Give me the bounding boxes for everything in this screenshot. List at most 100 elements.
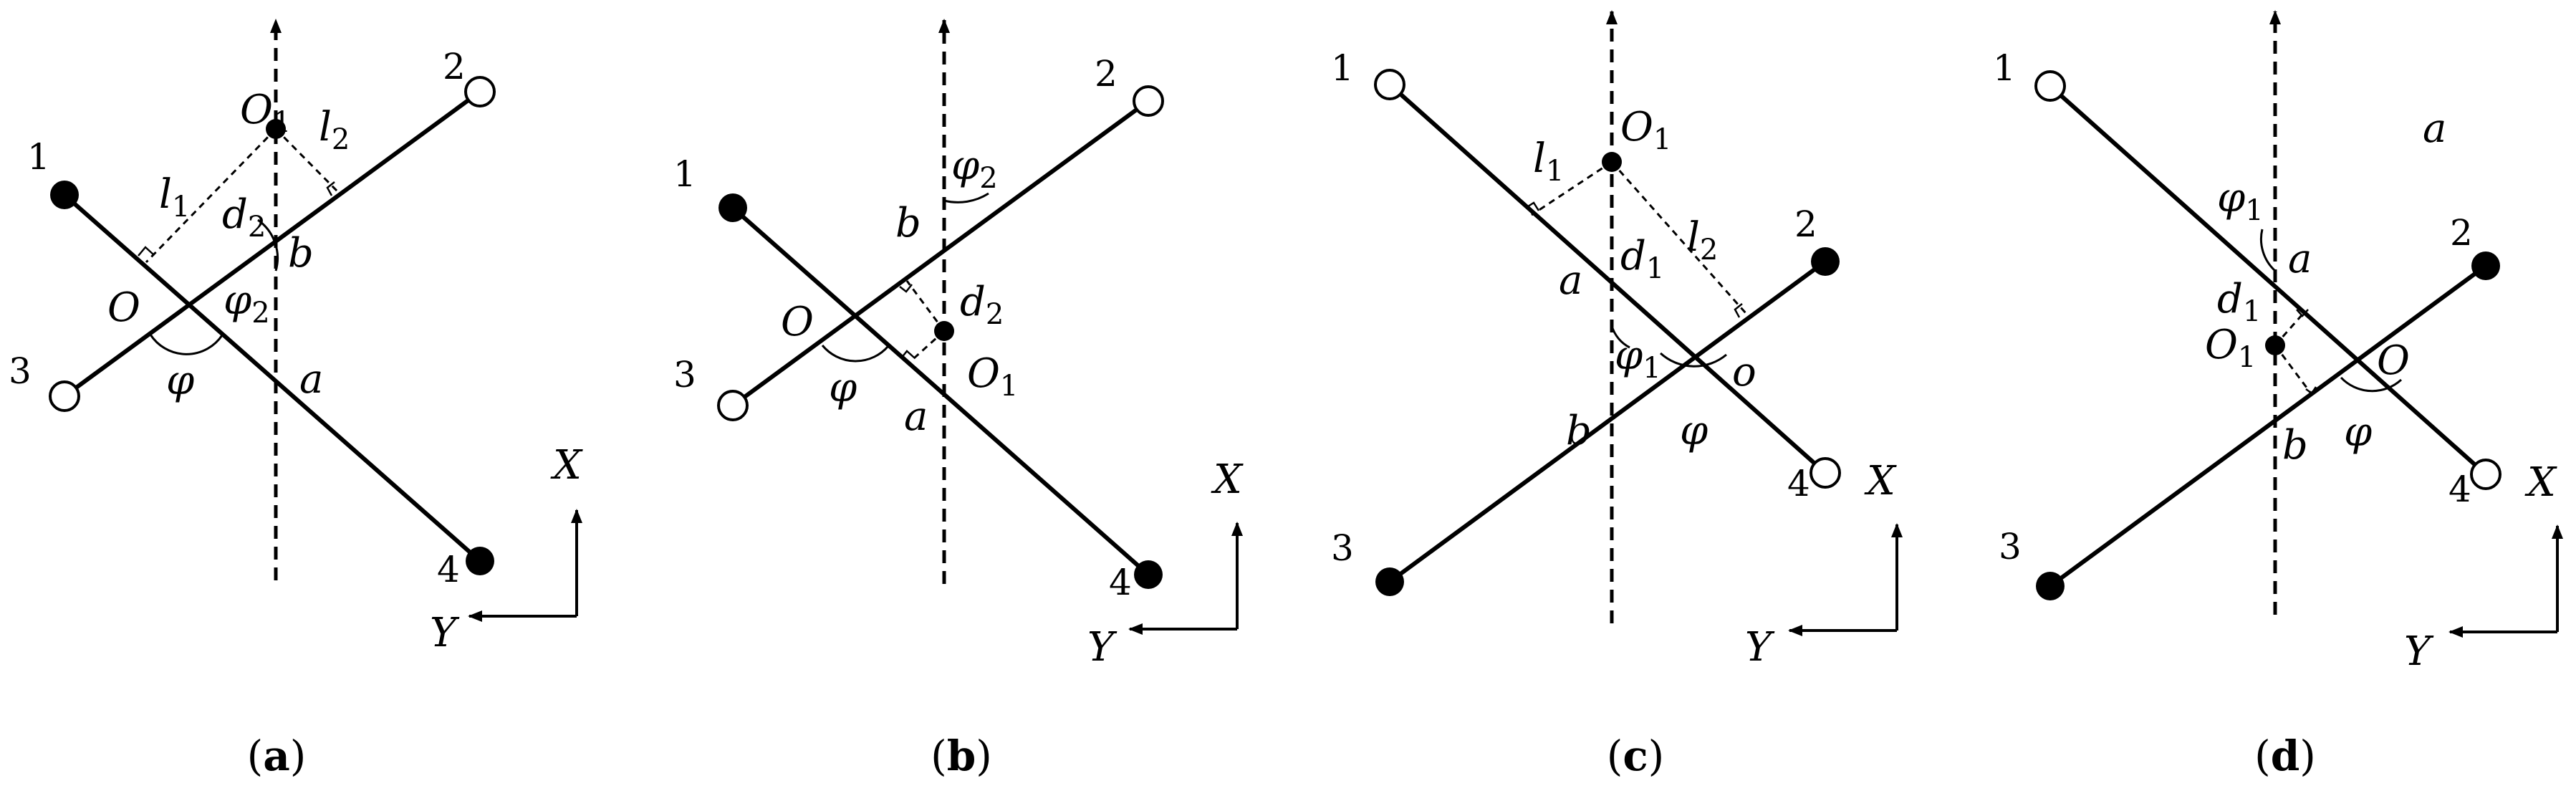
angle-arc-phi xyxy=(149,334,224,355)
angle-label-phi1: φ1 xyxy=(1615,332,1661,385)
panel-caption-b: (b) xyxy=(931,732,992,780)
angle-label-phi2: φ2 xyxy=(951,143,998,195)
distance-label-l1: l1 xyxy=(1533,135,1564,188)
endpoint-4-hollow xyxy=(1810,457,1841,489)
perpendicular-to-line-1-4 xyxy=(906,330,946,365)
intersection-label-b: b xyxy=(1566,408,1592,454)
axis-label-x: X xyxy=(1864,458,1897,504)
angle-arc-phi1 xyxy=(2259,229,2277,272)
angle-arc-phi2 xyxy=(943,192,989,203)
offset-point-dot xyxy=(1602,152,1622,172)
panel-caption-a: (a) xyxy=(247,732,307,780)
endpoint-label-1: 1 xyxy=(1993,47,2016,89)
right-angle-mark xyxy=(899,284,913,293)
angle-arc-phi xyxy=(821,345,890,363)
endpoint-label-1: 1 xyxy=(1331,47,1354,89)
right-angle-mark xyxy=(900,350,915,359)
endpoint-2-hollow xyxy=(464,76,496,107)
distance-label-l2: l2 xyxy=(319,104,350,156)
center-label: O xyxy=(107,284,140,331)
perpendicular-l2 xyxy=(274,128,339,193)
angle-label-phi: φ xyxy=(166,358,194,404)
coordinate-axes: X Y xyxy=(2404,459,2563,675)
solid-line-3-2 xyxy=(63,90,481,398)
endpoint-label-4: 4 xyxy=(1787,463,1810,504)
axis-label-y: Y xyxy=(1087,624,1118,671)
endpoint-3-hollow xyxy=(49,380,80,412)
right-angle-mark xyxy=(2296,309,2309,317)
endpoint-4-hollow xyxy=(2470,459,2501,490)
endpoint-1-filled xyxy=(50,181,79,209)
offset-point-dot xyxy=(266,119,286,139)
perpendicular-l1 xyxy=(145,128,277,264)
endpoint-label-2: 2 xyxy=(2450,212,2473,254)
endpoint-label-3: 3 xyxy=(9,350,32,392)
right-angle-mark xyxy=(1734,303,1743,318)
axis-label-y: Y xyxy=(430,610,460,656)
offset-point-dot xyxy=(934,321,954,341)
solid-line-1-4 xyxy=(63,193,481,563)
offset-point-label: O1 xyxy=(2205,322,2256,374)
endpoint-3-filled xyxy=(1375,567,1404,596)
endpoint-label-4: 4 xyxy=(2448,469,2471,510)
coordinate-axes: X Y xyxy=(430,442,583,656)
right-angle-mark xyxy=(326,181,335,196)
endpoint-label-1: 1 xyxy=(673,153,696,195)
endpoint-label-3: 3 xyxy=(673,354,696,396)
distance-label-l2: l2 xyxy=(1687,214,1718,267)
axis-label-x: X xyxy=(550,442,583,489)
endpoint-label-3: 3 xyxy=(1331,527,1354,569)
angle-arc-phi1 xyxy=(1610,325,1630,349)
panel-b: 1 2 3 4 O O1 d2 a b φ φ2 X Y (b) xyxy=(673,19,1244,780)
angle-label-phi1: φ1 xyxy=(2217,175,2264,227)
solid-line-1-4 xyxy=(2049,84,2487,476)
intersection-label-b: b xyxy=(895,200,921,246)
center-label: o xyxy=(1732,349,1756,396)
endpoint-label-4: 4 xyxy=(437,549,460,590)
endpoint-label-2: 2 xyxy=(1794,203,1817,245)
endpoint-label-3: 3 xyxy=(1999,526,2022,567)
intersection-label-b: b xyxy=(2282,422,2308,469)
endpoint-4-filled xyxy=(1134,560,1163,589)
endpoint-label-2: 2 xyxy=(1095,53,1118,95)
endpoint-2-filled xyxy=(2471,251,2500,280)
solid-line-3-2 xyxy=(731,99,1150,408)
solid-line-3-2 xyxy=(1388,259,1827,584)
endpoint-3-filled xyxy=(2036,572,2065,600)
angle-arc-phi xyxy=(2340,376,2403,393)
distance-label-d2: d2 xyxy=(222,191,266,244)
solid-line-1-4 xyxy=(1388,82,1827,475)
panel-d: 1 2 3 4 O O1 d1 a a b φ φ1 X Y (d) xyxy=(1993,10,2563,780)
offset-point-label: O1 xyxy=(967,350,1018,403)
endpoint-label-1: 1 xyxy=(27,136,50,178)
angle-arc-phi2 xyxy=(257,219,279,272)
axis-label-x: X xyxy=(1211,456,1244,503)
distance-label-d1: d1 xyxy=(2217,276,2261,328)
panel-caption-c: (c) xyxy=(1607,732,1665,780)
distance-label-l1: l1 xyxy=(159,171,190,224)
angle-label-phi: φ xyxy=(2344,409,2372,456)
perpendicular-to-line-3-2 xyxy=(905,280,946,332)
angle-label-phi: φ xyxy=(1680,408,1708,454)
endpoint-label-4: 4 xyxy=(1109,562,1132,603)
intersection-label-a: a xyxy=(1559,257,1582,304)
panel-a: 1 2 3 4 O O1 l1 l2 d2 a b φ φ2 X Y (a) xyxy=(9,19,583,780)
perpendicular-l1 xyxy=(1531,160,1613,216)
endpoint-4-filled xyxy=(466,547,494,575)
angle-label-phi: φ xyxy=(829,365,857,411)
center-label: O xyxy=(2377,337,2410,384)
axis-label-y: Y xyxy=(1745,624,1775,671)
intersection-label-a: a xyxy=(299,356,323,403)
endpoint-1-hollow xyxy=(2034,70,2066,102)
coordinate-axes: X Y xyxy=(1745,458,1903,671)
panel-caption-d: (d) xyxy=(2254,732,2316,780)
offset-point-dot xyxy=(2265,335,2285,355)
distance-label-d2: d2 xyxy=(960,279,1004,331)
endpoint-1-filled xyxy=(719,193,747,222)
intersection-label-a: a xyxy=(904,393,928,440)
panel-c: 1 2 3 4 o O1 l1 l2 d1 a b φ φ1 X Y (c) xyxy=(1331,10,1903,780)
endpoint-2-filled xyxy=(1811,247,1840,276)
distance-label-d1: d1 xyxy=(1620,233,1664,285)
endpoint-label-2: 2 xyxy=(443,46,466,87)
right-angle-mark xyxy=(2305,386,2317,395)
